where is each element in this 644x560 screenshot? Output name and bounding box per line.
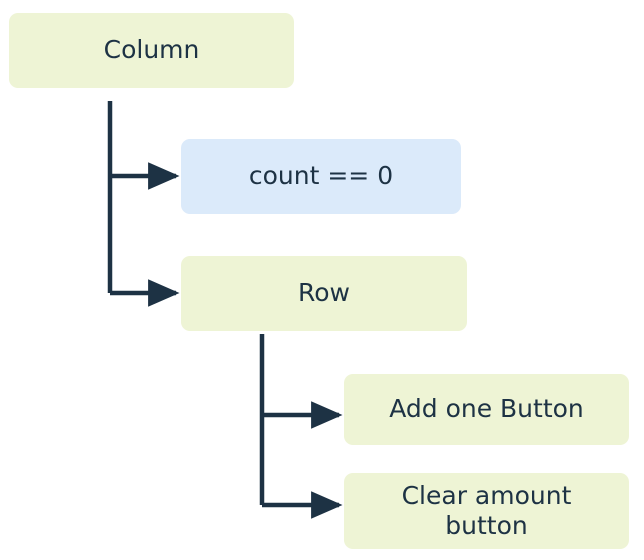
node-column-label: Column (103, 35, 200, 65)
node-count-state[interactable]: count == 0 (181, 139, 461, 214)
node-row[interactable]: Row (181, 256, 467, 331)
node-clear-amount-button-label-line1: Clear amount (401, 480, 572, 510)
node-column[interactable]: Column (9, 13, 294, 88)
node-add-one-button[interactable]: Add one Button (344, 374, 629, 445)
node-count-label: count == 0 (248, 161, 394, 191)
node-clear-amount-button-label-line2: button (445, 511, 528, 540)
node-clear-amount-button-label: Clear amount button (402, 481, 572, 542)
node-row-label: Row (298, 278, 350, 308)
node-clear-amount-button[interactable]: Clear amount button (344, 473, 629, 549)
node-add-one-button-label: Add one Button (389, 394, 584, 424)
